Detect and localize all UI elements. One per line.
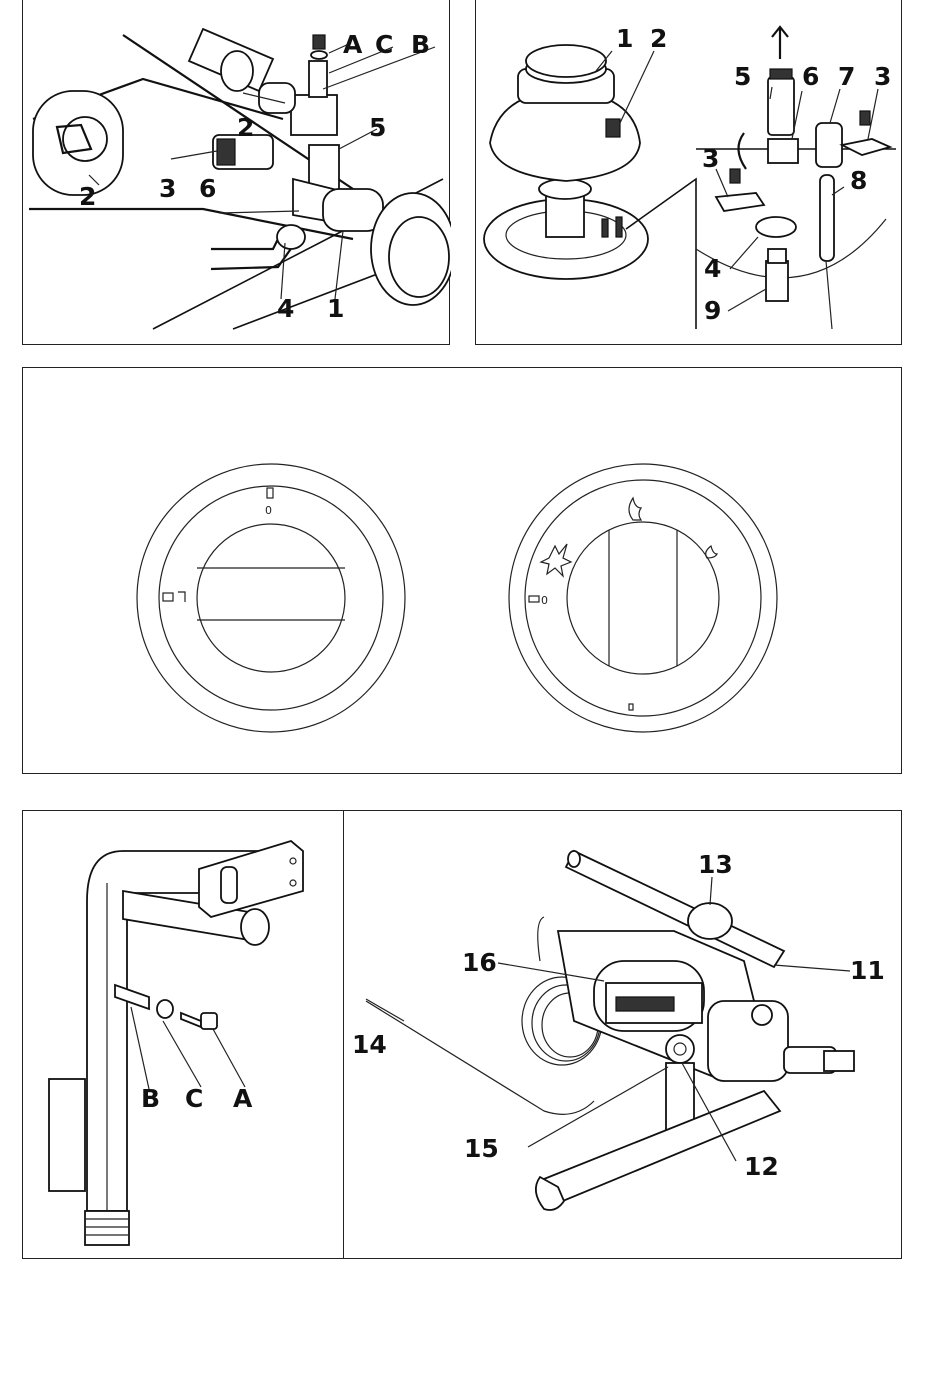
label-c: C: [185, 1084, 203, 1113]
label-b: B: [141, 1084, 160, 1113]
label-5: 5: [369, 113, 386, 142]
label-c: C: [375, 30, 393, 59]
figure-thermostat-valve-panel: 13 16 11 14 15 12: [343, 810, 902, 1259]
bracket-drawing: B C A: [23, 811, 345, 1260]
label-7: 7: [838, 62, 855, 91]
label-3-left: 3: [702, 144, 719, 173]
ignition-spark-icon: [541, 544, 571, 576]
left-knob-off-mark: 0: [265, 504, 272, 517]
thermostat-valve-drawing: 13 16 11 14 15 12: [344, 811, 903, 1260]
right-knob-off-mark: 0: [541, 594, 548, 607]
label-5: 5: [734, 62, 751, 91]
label-6: 6: [199, 174, 216, 203]
label-1: 1: [616, 24, 633, 53]
right-knob: 0: [509, 464, 777, 732]
label-9: 9: [704, 296, 721, 325]
label-3: 3: [159, 174, 176, 203]
figure-valve-assembly-panel: A C B 2 5 2 3 6 4 1: [22, 0, 450, 345]
label-8: 8: [850, 166, 867, 195]
label-6: 6: [802, 62, 819, 91]
burner-assembly-drawing: 1 2 5 6 7 3 3 8 4 9: [476, 0, 903, 346]
label-13: 13: [698, 850, 733, 879]
label-a: A: [343, 30, 363, 59]
label-b: B: [411, 30, 430, 59]
label-a: A: [233, 1084, 253, 1113]
left-knob: 0: [137, 464, 405, 732]
knob-faces-drawing: 0 0: [23, 368, 903, 775]
label-2: 2: [650, 24, 667, 53]
label-16: 16: [462, 948, 497, 977]
flame-large-icon: [629, 498, 641, 520]
valve-assembly-drawing: A C B 2 5 2 3 6 4 1: [23, 0, 451, 346]
label-1: 1: [327, 294, 344, 323]
figure-knob-faces-panel: 0 0: [22, 367, 902, 774]
label-2-top: 2: [237, 113, 254, 142]
label-4: 4: [277, 294, 294, 323]
label-12: 12: [744, 1152, 779, 1181]
figure-bracket-panel: B C A: [22, 810, 344, 1259]
label-15: 15: [464, 1134, 499, 1163]
label-3-right: 3: [874, 62, 891, 91]
label-11: 11: [850, 956, 885, 985]
flame-small-icon: [706, 546, 717, 558]
label-4: 4: [704, 254, 721, 283]
label-14: 14: [352, 1030, 387, 1059]
figure-burner-assembly-panel: 1 2 5 6 7 3 3 8 4 9: [475, 0, 902, 345]
label-2-left: 2: [79, 182, 96, 211]
